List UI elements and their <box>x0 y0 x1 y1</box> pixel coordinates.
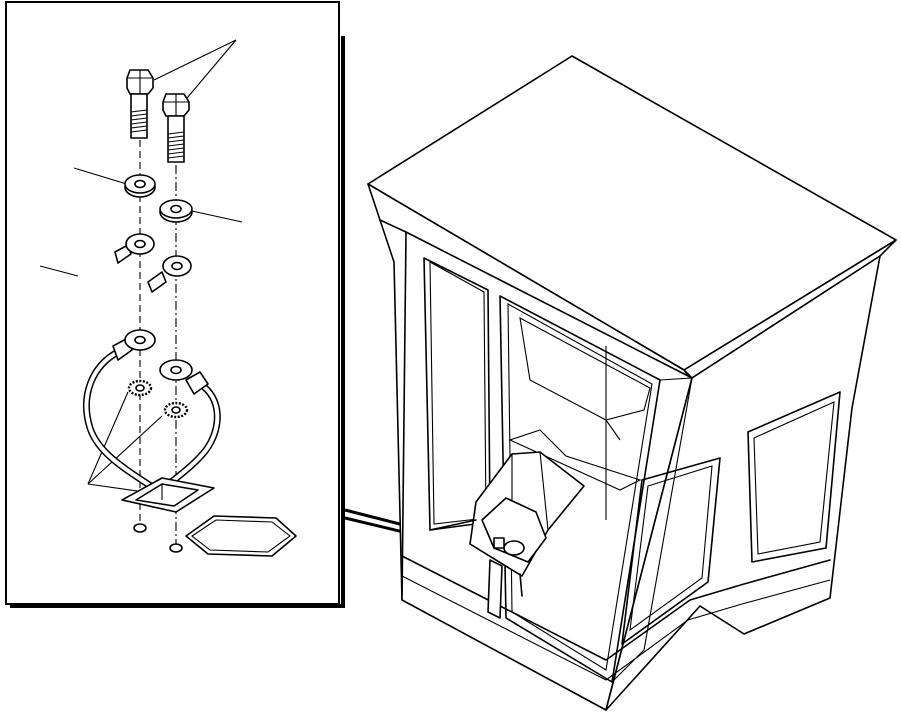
ground-cable-left <box>83 329 162 495</box>
mounting-holes <box>133 523 183 553</box>
cover-plate <box>185 515 297 557</box>
hex-bolt-left <box>126 69 154 139</box>
hex-bolt-right <box>162 93 190 163</box>
lock-washer-right <box>163 401 189 419</box>
mounting-opening <box>121 477 215 513</box>
jumper-cable <box>75 233 192 302</box>
lock-washer-left <box>127 379 153 397</box>
operator-cab <box>367 55 897 711</box>
flat-washer-left <box>124 174 156 198</box>
flat-washer-right <box>159 199 193 223</box>
